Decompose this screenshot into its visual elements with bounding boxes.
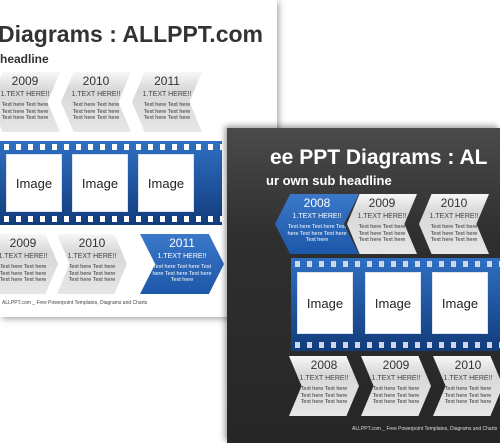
chevron-year: 2011 [154, 74, 180, 88]
light-slide-thumbnail[interactable]: Diagrams : ALLPPT.com headline 2009 1.TE… [0, 0, 277, 317]
chevron-year: 2010 [440, 196, 468, 210]
chevron-heading: 1.TEXT HERE!! [142, 91, 192, 98]
image-placeholder: Image [365, 272, 421, 334]
image-placeholder: Image [72, 154, 128, 212]
light-top-chevron-2: 2010 1.TEXT HERE!! Text here Text here T… [61, 72, 131, 132]
chevron-body: Text here Text here Text here Text here … [0, 264, 47, 283]
chevron-year: 2008 [303, 196, 331, 210]
light-slide-footer: ALLPPT.com _ Free Powerpoint Templates, … [2, 300, 148, 306]
chevron-body: Text here Text here Text here Text here … [430, 224, 478, 243]
dark-slide-subtitle: ur own sub headline [266, 173, 392, 188]
chevron-year: 2009 [382, 358, 410, 372]
image-placeholder: Image [432, 272, 488, 334]
chevron-year: 2009 [368, 196, 396, 210]
dark-top-chevron-3: 2010 1.TEXT HERE!! Text here Text here T… [419, 194, 489, 254]
chevron-heading: 1.TEXT HERE!! [0, 91, 50, 98]
light-bottom-chevron-3-highlight: 2011 1.TEXT HERE!! Text here Text here T… [140, 234, 224, 294]
chevron-heading: 1.TEXT HERE!! [443, 375, 493, 382]
chevron-body: Text here Text here Text here Text here … [444, 386, 492, 405]
dark-slide-title: ee PPT Diagrams : AL [270, 146, 488, 169]
chevron-heading: 1.TEXT HERE!! [292, 213, 342, 220]
film-sprocket-holes [291, 342, 500, 348]
chevron-body: Text here Text here Text here Text here … [1, 102, 49, 121]
dark-film-strip: Image Image Image [291, 258, 500, 351]
chevron-year: 2011 [169, 236, 195, 250]
chevron-body: Text here Text here Text here Text here … [152, 264, 212, 283]
image-placeholder: Image [297, 272, 353, 334]
light-top-chevron-1: 2009 1.TEXT HERE!! Text here Text here T… [0, 72, 60, 132]
chevron-heading: 1.TEXT HERE!! [71, 91, 121, 98]
image-placeholder: Image [138, 154, 194, 212]
dark-slide-thumbnail[interactable]: ee PPT Diagrams : AL ur own sub headline… [227, 128, 500, 443]
dark-top-chevron-1-highlight: 2008 1.TEXT HERE!! Text here Text here T… [275, 194, 359, 254]
chevron-heading: 1.TEXT HERE!! [371, 375, 421, 382]
image-placeholder: Image [6, 154, 62, 212]
chevron-body: Text here Text here Text here Text here … [300, 386, 348, 405]
chevron-year: 2008 [310, 358, 338, 372]
chevron-body: Text here Text here Text here Text here … [143, 102, 191, 121]
chevron-body: Text here Text here Text here Text here … [68, 264, 116, 283]
chevron-year: 2009 [11, 74, 39, 88]
dark-bottom-chevron-2: 2009 1.TEXT HERE!! Text here Text here T… [361, 356, 431, 416]
chevron-year: 2010 [454, 358, 482, 372]
dark-bottom-chevron-3: 2010 1.TEXT HERE!! Text here Text here T… [433, 356, 500, 416]
dark-bottom-chevron-1: 2008 1.TEXT HERE!! Text here Text here T… [289, 356, 359, 416]
chevron-year: 2010 [78, 236, 106, 250]
chevron-year: 2010 [82, 74, 110, 88]
chevron-body: Text here Text here Text here Text here … [72, 102, 120, 121]
dark-top-chevron-2: 2009 1.TEXT HERE!! Text here Text here T… [347, 194, 417, 254]
chevron-body: Text here Text here Text here Text here … [358, 224, 406, 243]
light-slide-subtitle: headline [0, 52, 49, 66]
chevron-body: Text here Text here Text here Text here … [372, 386, 420, 405]
chevron-heading: 1.TEXT HERE!! [157, 253, 207, 260]
light-slide-title: Diagrams : ALLPPT.com [0, 21, 263, 47]
chevron-body: Text here Text here Text here Text here … [287, 224, 347, 243]
film-sprocket-holes [291, 261, 500, 267]
chevron-heading: 1.TEXT HERE!! [429, 213, 479, 220]
light-bottom-chevron-2: 2010 1.TEXT HERE!! Text here Text here T… [57, 234, 127, 294]
light-bottom-chevron-1: 2009 1.TEXT HERE!! Text here Text here T… [0, 234, 58, 294]
light-top-chevron-3: 2011 1.TEXT HERE!! Text here Text here T… [132, 72, 202, 132]
chevron-heading: 1.TEXT HERE!! [357, 213, 407, 220]
dark-slide-footer: ALLPPT.com _ Free Powerpoint Templates, … [352, 426, 498, 432]
film-sprocket-holes [0, 144, 222, 150]
light-film-strip: Image Image Image [0, 141, 222, 225]
chevron-heading: 1.TEXT HERE!! [67, 253, 117, 260]
film-sprocket-holes [0, 216, 222, 222]
chevron-heading: 1.TEXT HERE!! [299, 375, 349, 382]
chevron-heading: 1.TEXT HERE!! [0, 253, 48, 260]
chevron-year: 2009 [9, 236, 37, 250]
